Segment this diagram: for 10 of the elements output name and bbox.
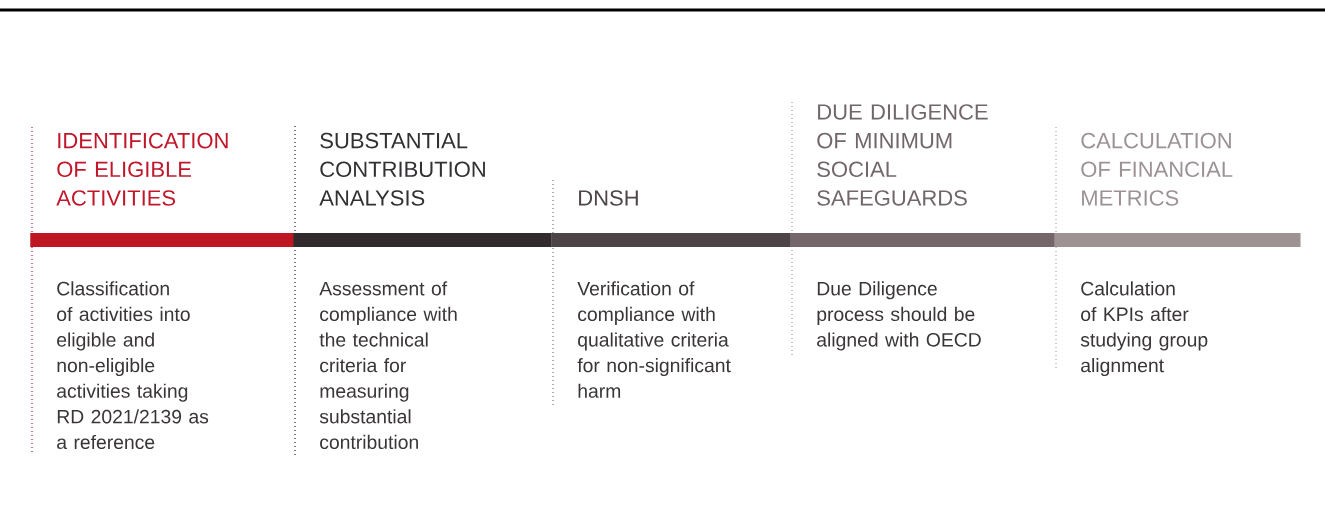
stage-description: Verification of compliance with qualitative criteria for non-significant harm xyxy=(577,281,731,398)
stage-heading: IDENTIFICATION OF ELIGIBLE ACTIVITIES xyxy=(56,132,228,206)
stage-heading: SUBSTANTIAL CONTRIBUTION ANALYSIS xyxy=(319,132,485,206)
stage-heading: DUE DILIGENCE OF MINIMUM SOCIAL SAFEGUARDS xyxy=(817,104,988,206)
stage-description: Calculation of KPIs after studying group alignment xyxy=(1080,281,1208,377)
stage-heading: CALCULATION OF FINANCIAL METRICS xyxy=(1081,132,1233,206)
stage-description: Due Diligence process should be aligned with OECD xyxy=(817,281,981,351)
stage-heading: DNSH xyxy=(579,190,638,206)
stage-description: Classification of activities into eligible and non-eligible activities taking RD 2021/2139 as a reference xyxy=(57,281,209,450)
stage-description: Assessment of compliance with the technical criteria for measuring substantial contribution xyxy=(319,281,457,450)
